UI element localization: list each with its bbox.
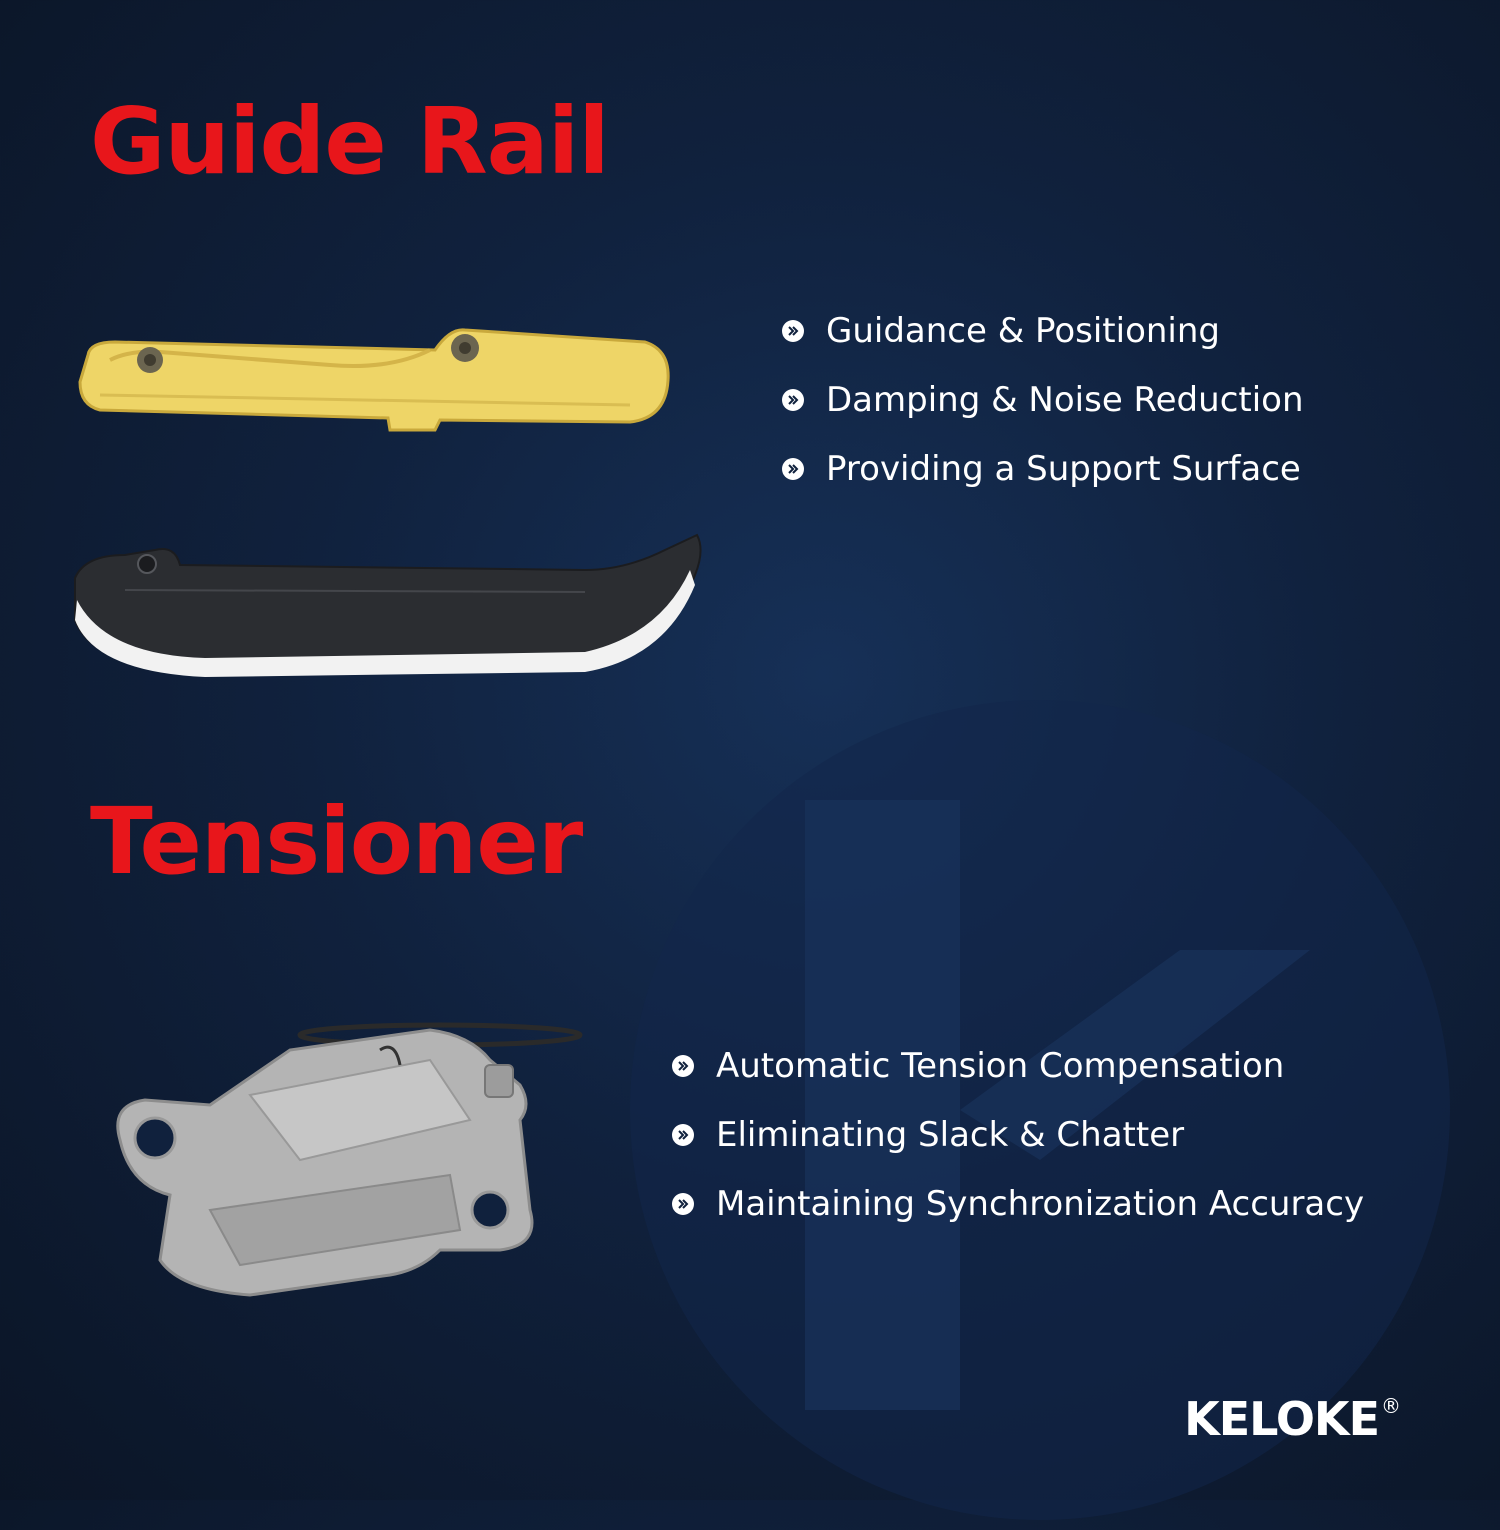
- double-chevron-right-circle-icon: [672, 1123, 694, 1146]
- feature-label: Automatic Tension Compensation: [716, 1045, 1285, 1086]
- yellow-guide-rail-image: [78, 328, 670, 432]
- feature-item: Eliminating Slack & Chatter: [672, 1100, 1364, 1169]
- brand-name: KELOKE: [1184, 1392, 1380, 1446]
- tensioner-image: [116, 1022, 583, 1297]
- guide-rail-heading: Guide Rail: [90, 88, 610, 195]
- tensioner-feature-list: Automatic Tension Compensation Eliminati…: [672, 1031, 1364, 1238]
- brand-logo: KELOKE®: [1184, 1392, 1401, 1446]
- feature-label: Damping & Noise Reduction: [826, 379, 1304, 420]
- double-chevron-right-circle-icon: [672, 1192, 694, 1215]
- feature-item: Automatic Tension Compensation: [672, 1031, 1364, 1100]
- tensioner-heading: Tensioner: [90, 788, 583, 895]
- feature-label: Maintaining Synchronization Accuracy: [716, 1183, 1365, 1224]
- double-chevron-right-circle-icon: [672, 1054, 694, 1077]
- feature-item: Maintaining Synchronization Accuracy: [672, 1169, 1364, 1238]
- double-chevron-right-circle-icon: [782, 319, 804, 342]
- feature-label: Guidance & Positioning: [826, 310, 1221, 351]
- feature-label: Eliminating Slack & Chatter: [716, 1114, 1185, 1155]
- feature-label: Providing a Support Surface: [826, 448, 1301, 489]
- guide-rail-feature-list: Guidance & Positioning Damping & Noise R…: [782, 296, 1304, 503]
- black-guide-rail-image: [74, 533, 702, 677]
- feature-item: Providing a Support Surface: [782, 434, 1304, 503]
- background-brand-mark: [630, 700, 1450, 1520]
- double-chevron-right-circle-icon: [782, 388, 804, 411]
- double-chevron-right-circle-icon: [782, 457, 804, 480]
- feature-item: Guidance & Positioning: [782, 296, 1304, 365]
- registered-mark: ®: [1381, 1394, 1401, 1418]
- feature-item: Damping & Noise Reduction: [782, 365, 1304, 434]
